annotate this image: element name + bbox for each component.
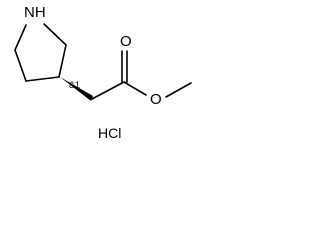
- bond-ch2-carbonyl: [91, 81, 125, 100]
- chemical-structure-diagram: NH O O &1 HCl: [14, 4, 192, 141]
- bond-c3-c4: [25, 76, 60, 82]
- bond-n-c2: [43, 23, 67, 46]
- bond-c5-n: [14, 24, 27, 51]
- side-chain: [91, 50, 192, 100]
- stereo-wedge-bond: [60, 77, 93, 101]
- stereo-descriptor-label: &1: [69, 80, 80, 90]
- salt-label: HCl: [98, 125, 121, 141]
- nitrogen-label: NH: [24, 4, 46, 21]
- ester-oxygen-label: O: [150, 91, 162, 108]
- carbonyl-oxygen-label: O: [120, 33, 132, 50]
- bond-ester-o-methyl: [165, 82, 192, 98]
- bond-carbonyl-ester-o: [123, 81, 147, 96]
- bond-c2-c3: [58, 44, 67, 78]
- bond-c4-c5: [14, 49, 27, 82]
- pyrrolidine-ring: [14, 23, 67, 82]
